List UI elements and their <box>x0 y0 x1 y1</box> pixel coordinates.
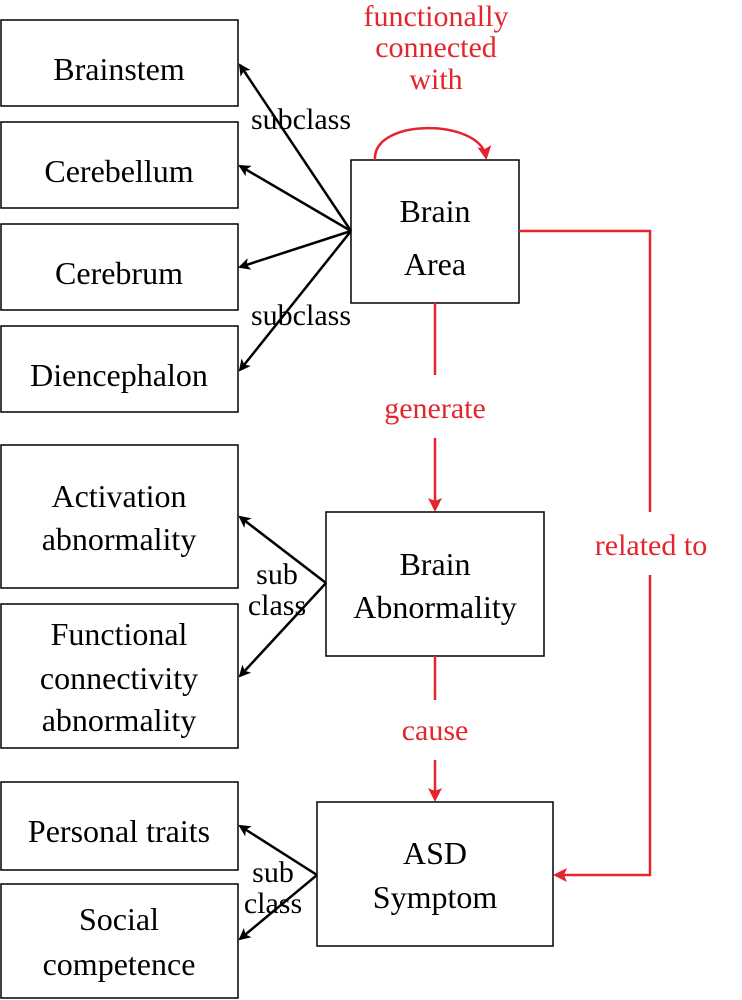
label-subclass-low-line-2: class <box>244 887 302 920</box>
node-functional-line-2: connectivity <box>40 660 198 696</box>
node-diencephalon: Diencephalon <box>0 325 239 413</box>
node-functional-line-3: abnormality <box>42 702 197 738</box>
label-subclass-top: subclass <box>251 103 351 136</box>
edge-symptom-personal <box>238 824 318 877</box>
node-personal-traits: Personal traits <box>0 781 239 871</box>
node-social-competence: Social competence <box>0 883 239 999</box>
node-personal-traits-label: Personal traits <box>28 813 210 849</box>
node-brain-area-line-2: Area <box>404 246 466 282</box>
edge-brainarea-cerebrum <box>238 229 352 270</box>
node-cerebellum-label: Cerebellum <box>44 153 193 189</box>
node-asd-symptom: ASD Symptom <box>316 801 554 947</box>
node-diencephalon-label: Diencephalon <box>30 357 208 393</box>
label-subclass-mid-line-2: class <box>248 589 306 622</box>
edge-brainarea-cerebellum <box>238 164 352 233</box>
node-brain-area-line-1: Brain <box>399 193 470 229</box>
label-self-loop-line-3: with <box>409 63 462 96</box>
label-subclass-mid-line-1: sub <box>256 558 298 591</box>
edge-abnormality-activation <box>238 515 327 584</box>
node-brain-abnormality-line-1: Brain <box>399 546 470 582</box>
edge-brainarea-brainstem <box>238 63 353 232</box>
label-subclass-low-line-1: sub <box>252 856 294 889</box>
node-cerebrum: Cerebrum <box>0 223 239 311</box>
label-generate: generate <box>384 392 486 425</box>
label-related-to: related to <box>595 529 707 562</box>
label-subclass-bottom: subclass <box>251 299 351 332</box>
edge-symptom-social <box>238 874 318 941</box>
node-activation-line-1: Activation <box>51 478 186 514</box>
label-self-loop-line-1: functionally <box>364 0 509 33</box>
node-cerebrum-label: Cerebrum <box>55 255 183 291</box>
node-social-line-1: Social <box>79 901 159 937</box>
label-self-loop-line-2: connected <box>375 31 497 64</box>
node-activation-line-2: abnormality <box>42 521 197 557</box>
edge-related-upper <box>519 229 652 512</box>
node-brain-abnormality: Brain Abnormality <box>325 511 545 657</box>
node-brain-abnormality-line-2: Abnormality <box>353 589 517 625</box>
node-brainstem: Brainstem <box>0 19 239 107</box>
node-asd-symptom-line-1: ASD <box>403 835 467 871</box>
node-functional-line-1: Functional <box>51 616 188 652</box>
node-social-line-2: competence <box>43 946 196 982</box>
node-cerebellum: Cerebellum <box>0 121 239 209</box>
node-activation-abnormality: Activation abnormality <box>0 444 239 589</box>
edge-related-lower <box>553 575 652 882</box>
node-functional-connectivity-abnormality: Functional connectivity abnormality <box>0 603 239 749</box>
edge-brainarea-self-loop <box>373 126 492 161</box>
edge-brainarea-diencephalon <box>238 230 352 372</box>
node-brain-area: Brain Area <box>350 159 520 304</box>
label-cause: cause <box>402 714 469 747</box>
node-asd-symptom-line-2: Symptom <box>373 879 498 915</box>
edge-abnormality-functional <box>238 582 327 678</box>
node-brainstem-label: Brainstem <box>53 51 185 87</box>
